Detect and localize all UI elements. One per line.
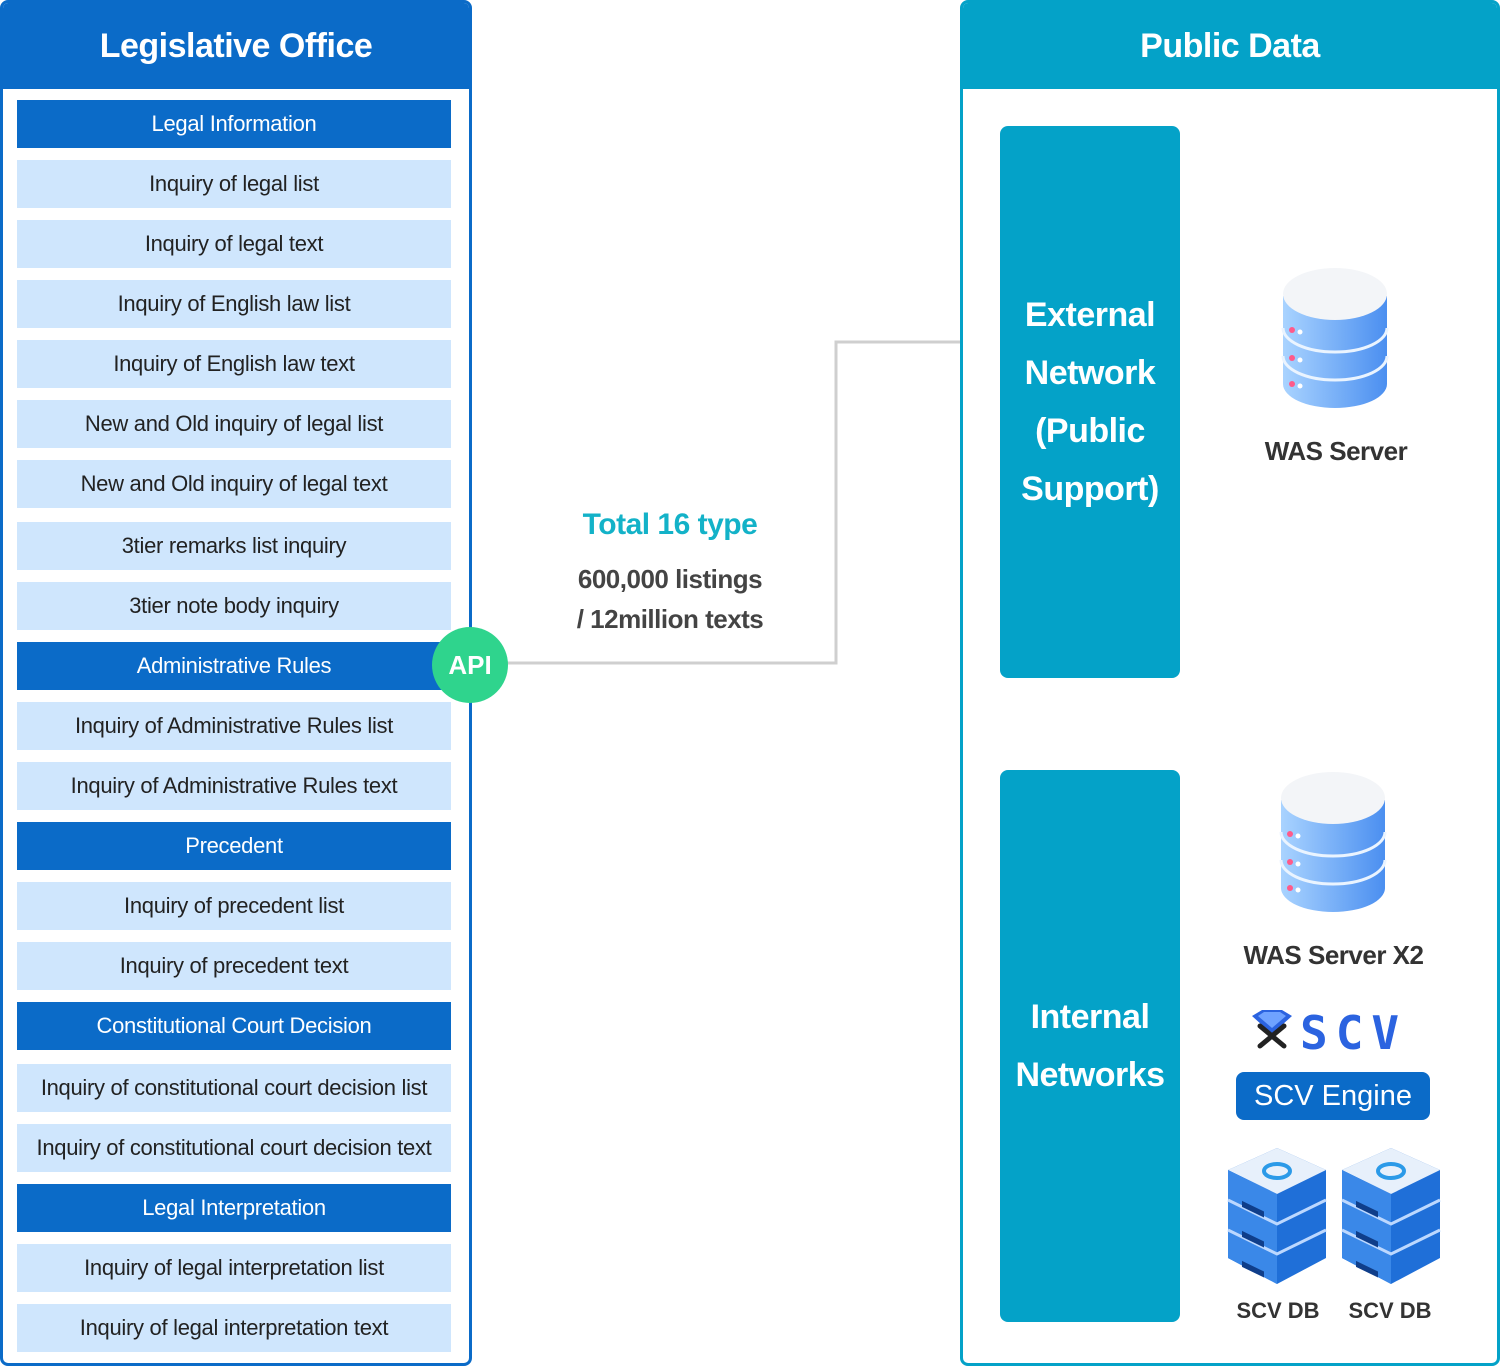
category-header: Administrative Rules [17, 642, 451, 690]
internal-networks-box: Internal Networks [1000, 770, 1180, 1322]
inquiry-item: 3tier note body inquiry [17, 582, 451, 630]
public-data-title: Public Data [963, 3, 1497, 89]
listings-count: 600,000 listings [577, 564, 763, 594]
inquiry-item: 3tier remarks list inquiry [17, 522, 451, 570]
inquiry-item: Inquiry of legal text [17, 220, 451, 268]
inquiry-item: Inquiry of Administrative Rules text [17, 762, 451, 810]
category-header: Precedent [17, 822, 451, 870]
internal-network-line-2: Networks [1015, 1056, 1165, 1094]
legislative-office-title: Legislative Office [3, 3, 469, 89]
inquiry-item: Inquiry of precedent text [17, 942, 451, 990]
scv-db-label-2: SCV DB [1348, 1298, 1432, 1323]
was-server-label: WAS Server [1236, 436, 1436, 467]
scv-logo-text: SCV [1300, 1006, 1408, 1060]
inquiry-item: Inquiry of precedent list [17, 882, 451, 930]
inquiry-item: Inquiry of legal interpretation text [17, 1304, 451, 1352]
scv-db-icon-2 [1341, 1148, 1441, 1284]
scv-engine-badge: SCV Engine [1236, 1072, 1430, 1120]
category-header: Legal Information [17, 100, 451, 148]
scv-db-label-1: SCV DB [1236, 1298, 1320, 1323]
inquiry-item: Inquiry of English law text [17, 340, 451, 388]
category-header: Legal Interpretation [17, 1184, 451, 1232]
external-network-line-2: Network [1024, 354, 1156, 392]
category-header: Constitutional Court Decision [17, 1002, 451, 1050]
inquiry-item: Inquiry of Administrative Rules list [17, 702, 451, 750]
external-network-line-1: External [1024, 296, 1156, 334]
inquiry-item: Inquiry of legal list [17, 160, 451, 208]
texts-count: / 12million texts [576, 604, 764, 634]
scv-diamond-icon [1252, 1010, 1292, 1049]
inquiry-item: New and Old inquiry of legal list [17, 400, 451, 448]
inquiry-item: Inquiry of English law list [17, 280, 451, 328]
external-network-line-4: Support) [1021, 470, 1159, 508]
inquiry-item: Inquiry of constitutional court decision… [17, 1124, 451, 1172]
external-network-line-3: (Public [1035, 412, 1145, 450]
api-badge: API [432, 627, 508, 703]
inquiry-item: Inquiry of legal interpretation list [17, 1244, 451, 1292]
inquiry-item: New and Old inquiry of legal text [17, 460, 451, 508]
was-server-x2-icon [1279, 772, 1387, 912]
inquiry-item: Inquiry of constitutional court decision… [17, 1064, 451, 1112]
was-server-icon [1281, 268, 1389, 408]
external-network-box: External Network (Public Support) [1000, 126, 1180, 678]
was-server-x2-label: WAS Server X2 [1226, 940, 1441, 971]
scv-db-icon-1 [1227, 1148, 1327, 1284]
total-types-label: Total 16 type [582, 508, 758, 541]
internal-network-line-1: Internal [1030, 998, 1150, 1036]
